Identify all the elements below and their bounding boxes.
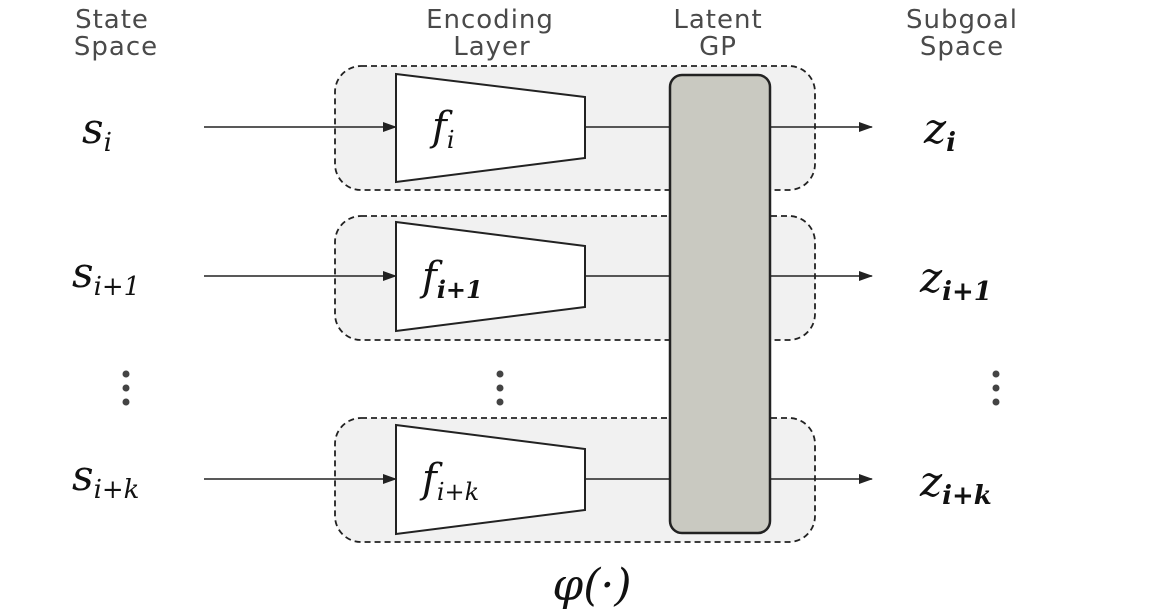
output-subgoal-1: zi [923, 104, 956, 158]
header-encoding-layer: Encoding Layer [426, 5, 554, 62]
header-subgoal-space-line1: Subgoal [906, 5, 1018, 35]
header-latent-gp-line1: Latent [673, 5, 762, 35]
ellipsis-encoder-column [496, 370, 504, 406]
encoder-label-3: fi+k [419, 456, 479, 506]
row-1: si fi zi [82, 72, 956, 184]
header-state-space-line1: State [75, 5, 149, 35]
header-subgoal-space-line2: Space [920, 32, 1004, 62]
ellipsis-output-column [992, 370, 1000, 406]
encoder-trapezoid-3 [395, 423, 586, 536]
row-2: si+1 fi+1 zi+1 [72, 220, 992, 333]
encoder-trapezoid-2 [395, 220, 586, 333]
input-state-1: si [82, 104, 112, 158]
ellipsis-input-column [122, 370, 130, 406]
output-subgoal-2: zi+1 [919, 253, 992, 307]
header-latent-gp: Latent GP [673, 5, 762, 62]
header-latent-gp-line2: GP [699, 32, 737, 62]
header-state-space-line2: Space [74, 32, 158, 62]
encoder-label-2: fi+1 [419, 254, 483, 304]
mapping-label-phi: φ(·) [552, 560, 631, 610]
header-encoding-layer-line2: Layer [453, 32, 531, 62]
row-3: si+k fi+k zi+k [72, 423, 992, 536]
encoder-trapezoid-1 [395, 72, 586, 184]
header-subgoal-space: Subgoal Space [906, 5, 1018, 62]
output-subgoal-3: zi+k [919, 457, 992, 511]
latent-gp-bar [668, 73, 772, 535]
header-state-space: State Space [74, 5, 158, 62]
header-encoding-layer-line1: Encoding [426, 5, 554, 35]
input-state-2: si+1 [72, 248, 140, 302]
input-state-3: si+k [72, 451, 139, 505]
